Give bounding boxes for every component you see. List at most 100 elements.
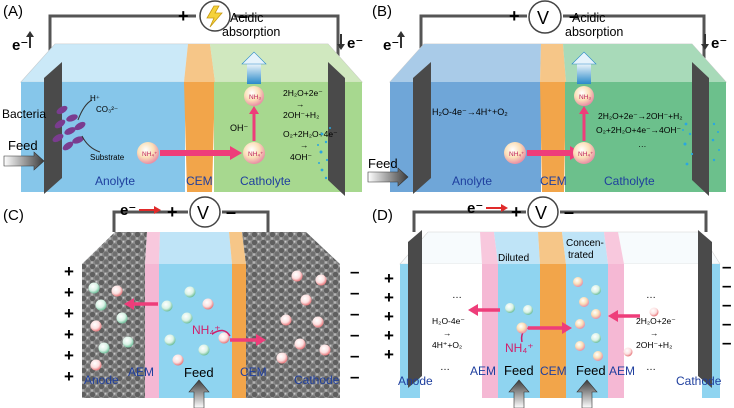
panel-d-cathode-reaction: 2H₂O+2e⁻ bbox=[636, 316, 676, 326]
svg-text:+: + bbox=[64, 367, 74, 386]
panel-c: (C) V e⁻ + – bbox=[3, 196, 359, 408]
panel-c-left-charges: + + + + + + bbox=[64, 262, 74, 386]
panel-a-rxn2: O₂+2H₂O+4e⁻ bbox=[283, 129, 338, 139]
svg-text:+: + bbox=[64, 325, 74, 344]
panel-c-plus: + bbox=[167, 202, 178, 222]
lightning-icon bbox=[206, 5, 223, 28]
panel-b-nh4-ion-cathode bbox=[573, 142, 595, 164]
substrate-label: Substrate bbox=[90, 153, 125, 162]
panel-b-feed-label: Feed bbox=[368, 156, 398, 171]
panel-d-cathode-chamber bbox=[624, 264, 702, 398]
svg-text:NH₄⁺: NH₄⁺ bbox=[142, 151, 157, 158]
panel-c-anode-label: Anode bbox=[84, 373, 119, 387]
panel-d-cathode bbox=[698, 230, 712, 388]
panel-c-electron-label: e⁻ bbox=[120, 202, 136, 219]
svg-text:–: – bbox=[350, 283, 359, 302]
panel-d-feed-arrow-1 bbox=[508, 379, 530, 408]
svg-text:4H⁺+O₂: 4H⁺+O₂ bbox=[432, 340, 462, 350]
panel-a-acid-label-2: absorption bbox=[222, 25, 280, 39]
svg-text:→: → bbox=[296, 99, 305, 109]
panel-a-feed-label: Feed bbox=[8, 138, 38, 153]
panel-b-catholyte-label: Catholyte bbox=[604, 174, 655, 188]
svg-text:–: – bbox=[350, 304, 359, 323]
panel-c-nh4-label: NH₄⁺ bbox=[192, 323, 221, 337]
panel-b-label: (B) bbox=[372, 3, 392, 20]
panel-a-gas-bubbles bbox=[317, 127, 331, 180]
panel-a-electron-left: e⁻ bbox=[12, 37, 28, 54]
svg-text:trated: trated bbox=[568, 250, 594, 261]
svg-text:2OH⁻+H₂: 2OH⁻+H₂ bbox=[636, 340, 672, 350]
panel-d-anode-reaction: H₂O-4e⁻ bbox=[432, 316, 465, 326]
panel-b-gas-bubbles bbox=[682, 122, 720, 166]
bacteria-label: Bacteria bbox=[2, 107, 46, 121]
panel-b-anode bbox=[413, 62, 431, 194]
panel-b-rxn2: O₂+2H₂O+4e⁻→4OH⁻ bbox=[596, 125, 681, 135]
panel-d: (D) V e⁻ + – Diluted Concen- trated … H₂… bbox=[372, 196, 731, 408]
panel-a: (A) + – e⁻ e⁻ bbox=[2, 0, 363, 196]
panel-a-anode bbox=[44, 62, 62, 194]
panel-d-minus: – bbox=[564, 202, 574, 222]
panel-d-concentrated-label: Concen- bbox=[566, 238, 604, 249]
panel-d-diluted-ions bbox=[505, 303, 533, 334]
svg-text:+: + bbox=[384, 345, 394, 364]
panel-d-cem-label: CEM bbox=[540, 364, 567, 378]
svg-text:–: – bbox=[350, 346, 359, 365]
voltmeter-icon: V bbox=[197, 203, 209, 223]
panel-d-nh4-label: NH₄⁺ bbox=[505, 341, 534, 355]
panel-a-electron-right: e⁻ bbox=[347, 35, 363, 52]
panel-c-voltmeter bbox=[189, 196, 221, 228]
svg-text:–: – bbox=[722, 314, 731, 333]
panel-b-acid-arrow bbox=[577, 62, 591, 84]
panel-d-anode-label: Anode bbox=[398, 374, 433, 388]
panel-d-ellipsis-right-top: … bbox=[646, 290, 656, 301]
svg-text:NH₄⁺: NH₄⁺ bbox=[509, 151, 524, 158]
svg-text:+: + bbox=[384, 288, 394, 307]
panel-b-nh4-ion bbox=[504, 142, 526, 164]
svg-text:–: – bbox=[722, 333, 731, 352]
panel-d-cem-membrane bbox=[540, 264, 566, 398]
svg-text:→: → bbox=[443, 328, 452, 338]
panel-d-voltmeter bbox=[527, 196, 559, 228]
panel-a-cem-label: CEM bbox=[186, 174, 213, 188]
panel-d-label: (D) bbox=[372, 207, 393, 224]
panel-a-nh4-ion-cathode bbox=[243, 142, 265, 164]
svg-text:–: – bbox=[350, 262, 359, 281]
panel-d-aem-label-2: AEM bbox=[609, 364, 635, 378]
svg-text:+: + bbox=[64, 262, 74, 281]
panel-c-label: (C) bbox=[3, 207, 24, 224]
svg-text:–: – bbox=[722, 257, 731, 276]
panel-d-electron-label: e⁻ bbox=[467, 200, 483, 217]
panel-b-cem-label: CEM bbox=[540, 174, 567, 188]
svg-text:→: → bbox=[650, 328, 659, 338]
panel-c-anode-ions bbox=[88, 282, 134, 371]
voltmeter-icon: V bbox=[537, 8, 549, 28]
svg-text:→: → bbox=[300, 140, 309, 150]
panel-a-nh3-molecule bbox=[244, 86, 264, 106]
panel-b-feed-arrow bbox=[367, 167, 409, 187]
svg-text:–: – bbox=[722, 276, 731, 295]
panel-a-acid-label-1: Acidic bbox=[230, 11, 263, 25]
panel-a-nh4-ion bbox=[137, 142, 159, 164]
svg-text:–: – bbox=[350, 367, 359, 386]
panel-d-plus: + bbox=[511, 202, 522, 222]
panel-d-anode bbox=[408, 230, 422, 388]
panel-a-plus: + bbox=[178, 6, 189, 26]
panel-b-acid-label-2: absorption bbox=[565, 25, 623, 39]
panel-d-aem-label-1: AEM bbox=[470, 364, 496, 378]
svg-text:2OH⁻+H₂: 2OH⁻+H₂ bbox=[283, 110, 319, 120]
panel-b-acid-label-1: Acidic bbox=[572, 11, 605, 25]
panel-d-aem-membrane-2 bbox=[608, 264, 624, 398]
panel-b-nh3-molecule bbox=[574, 86, 594, 106]
panel-d-diluted-label: Diluted bbox=[498, 253, 529, 264]
svg-text:NH₄⁺: NH₄⁺ bbox=[248, 151, 263, 158]
panel-a-catholyte-label: Catholyte bbox=[240, 174, 291, 188]
panel-c-minus: – bbox=[226, 202, 236, 222]
carbonate-label: CO₃²⁻ bbox=[96, 105, 118, 114]
svg-text:4OH⁻: 4OH⁻ bbox=[290, 152, 312, 162]
panel-d-ellipsis-left-bottom: … bbox=[440, 362, 450, 373]
panel-d-feed-arrow-2 bbox=[576, 379, 598, 408]
panel-a-label: (A) bbox=[3, 3, 23, 20]
svg-text:+: + bbox=[64, 283, 74, 302]
panel-c-wire bbox=[112, 210, 270, 232]
svg-text:+: + bbox=[384, 326, 394, 345]
